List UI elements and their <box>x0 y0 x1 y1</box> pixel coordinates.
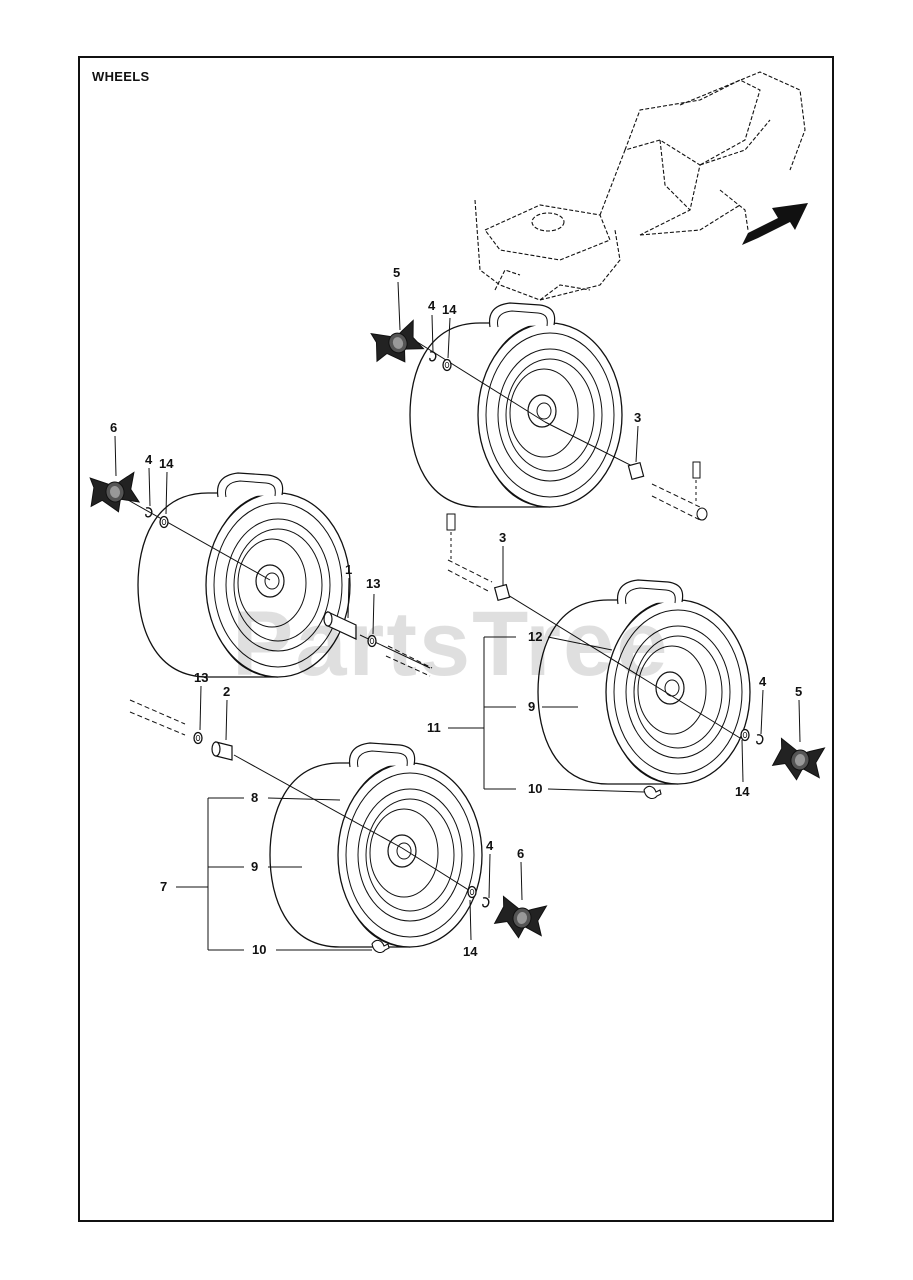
leader-lines <box>114 281 801 951</box>
direction-arrow-icon <box>742 203 808 245</box>
callout-9: 9 <box>251 859 258 874</box>
callout-10: 10 <box>528 781 542 796</box>
callout-7: 7 <box>160 879 167 894</box>
callout-6: 6 <box>517 846 524 861</box>
callout-5: 5 <box>393 265 400 280</box>
watermark: PartsTree <box>232 593 669 695</box>
callout-14: 14 <box>735 784 750 799</box>
callout-1: 1 <box>345 562 352 577</box>
callout-11: 11 <box>427 720 441 735</box>
wheel-lower-right <box>446 513 826 800</box>
page-title: WHEELS <box>92 69 150 84</box>
callout-14: 14 <box>159 456 174 471</box>
callout-2: 2 <box>223 684 230 699</box>
callout-14: 14 <box>463 944 478 959</box>
callout-3: 3 <box>634 410 641 425</box>
callout-4: 4 <box>428 298 436 313</box>
callout-8: 8 <box>251 790 258 805</box>
callout-13: 13 <box>194 670 208 685</box>
callout-10: 10 <box>252 942 266 957</box>
wheel-upper-right <box>366 302 708 521</box>
callout-3: 3 <box>499 530 506 545</box>
callout-4: 4 <box>759 674 767 689</box>
wheel-lower-left <box>129 699 548 954</box>
tractor-frame-illustration <box>474 71 806 301</box>
diagram-border <box>78 56 834 1222</box>
callout-12: 12 <box>528 629 542 644</box>
callout-6: 6 <box>110 420 117 435</box>
callout-14: 14 <box>442 302 457 317</box>
callout-labels: 5 4 14 3 6 4 14 1 13 3 12 9 11 10 4 5 14… <box>110 265 802 959</box>
callout-4: 4 <box>145 452 153 467</box>
callout-9: 9 <box>528 699 535 714</box>
callout-4: 4 <box>486 838 494 853</box>
wheel-upper-left <box>85 469 433 678</box>
callout-5: 5 <box>795 684 802 699</box>
callout-13: 13 <box>366 576 380 591</box>
